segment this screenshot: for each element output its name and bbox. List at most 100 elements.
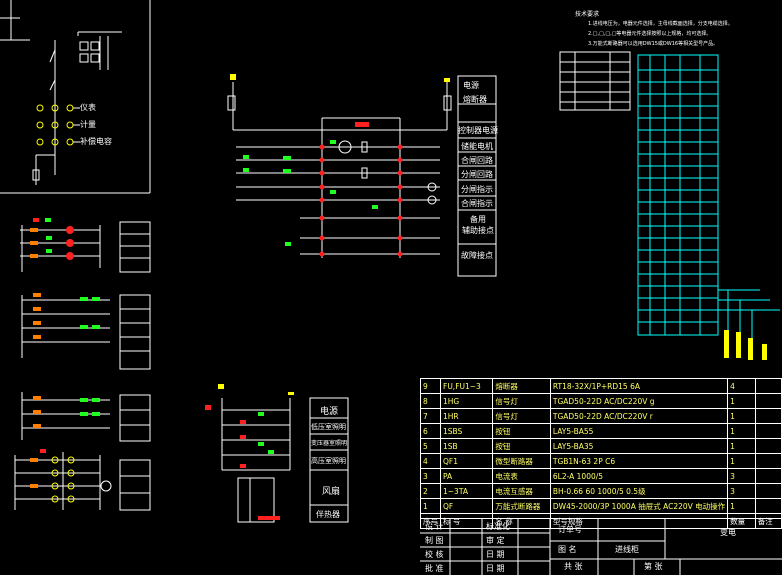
bom-cell	[754, 423, 782, 439]
bom-cell	[754, 438, 782, 454]
bom-cell: 微型断路器	[492, 453, 551, 469]
bom-cell	[754, 468, 782, 484]
bom-cell: 2	[420, 483, 441, 499]
terminal-fuses	[724, 330, 767, 360]
bom-cell: RT18-32X/1P+RD15 6A	[549, 378, 729, 394]
bom-cell: 1	[420, 498, 441, 514]
left-circuit-1	[20, 221, 151, 273]
bom-cell: 电流表	[492, 468, 551, 484]
bom-cell: 熔断器	[492, 378, 551, 394]
left-circuit-2	[21, 294, 151, 370]
bom-cell: 1	[727, 438, 756, 454]
bom-cell: 6L2-A 1000/5	[549, 468, 729, 484]
tb-design: 设 计	[425, 522, 444, 531]
left-circuit-4-marks	[30, 449, 75, 503]
control-circuit-marks	[230, 74, 450, 257]
bom-cell	[754, 408, 782, 424]
title-block-lines	[420, 519, 782, 575]
bom-cell: 1~3TA	[439, 483, 494, 499]
left-circuit-2-marks	[33, 293, 100, 339]
lighting-circuit-marks	[205, 384, 294, 520]
bom-cell: 1	[727, 408, 756, 424]
tb-sheet-no: 第 张	[644, 562, 663, 571]
bom-cell: DW45-2000/3P 1000A 抽屉式 AC220V 电动操作	[549, 498, 729, 514]
bom-cell: 1SB	[439, 438, 494, 454]
bom-header: 序号标 号名 称型号规格数量备注	[420, 513, 782, 529]
bom-cell: 1	[727, 453, 756, 469]
bom-cell: BH-0.66 60 1000/5 0.5级	[549, 483, 729, 499]
label-open-indicator: 分闸指示	[461, 185, 493, 194]
bom-cell: 万能式断路器	[492, 498, 551, 514]
bom-cell: LAY5-BA55	[549, 423, 729, 439]
notes-title: 技术要求	[575, 11, 600, 18]
tb-draw: 制 图	[425, 536, 444, 545]
bom-cell: 5	[420, 438, 441, 454]
bom-cell: TGAD50-22D AC/DC220V g	[549, 393, 729, 409]
left-circuit-3-marks	[33, 396, 100, 428]
label-capacitor: 补偿电容	[80, 137, 112, 146]
label-fault-contact: 故障接点	[461, 251, 493, 260]
bom-cell: TGB1N-63 2P C6	[549, 453, 729, 469]
bom-cell: TGAD50-22D AC/DC220V r	[549, 408, 729, 424]
bom-cell: 信号灯	[492, 408, 551, 424]
bom-cell: 9	[420, 378, 441, 394]
notes-line-2: 2.□,□,□,□等电器元件选择按照以上规格，均可选择。	[588, 31, 712, 37]
tb-drawing-name: 进线柜	[615, 545, 639, 554]
label-metering: 计量	[80, 120, 96, 129]
label-motor: 储能电机	[461, 142, 493, 151]
tb-sheet-total: 共 张	[564, 562, 583, 571]
left-circuit-4	[14, 452, 151, 511]
bom-cell: 按钮	[492, 423, 551, 439]
bom-cell	[754, 378, 782, 394]
bom-cell: 3	[727, 468, 756, 484]
lighting-circuit	[221, 397, 349, 523]
label-fan: 风扇	[322, 487, 341, 497]
control-label-boxes	[457, 75, 497, 277]
bom-cell: FU,FU1~3	[439, 378, 494, 394]
bom-cell: 8	[420, 393, 441, 409]
label-controller-power: 控制器电源	[458, 126, 498, 135]
bom-cell: 1	[727, 393, 756, 409]
bom-header-cell: 备注	[754, 513, 782, 529]
bom-header-cell: 标 号	[439, 513, 494, 529]
bom-header-cell: 型号规格	[549, 513, 729, 529]
label-hv-room-light: 高压室照明	[311, 457, 346, 465]
bom-cell	[754, 393, 782, 409]
bom-cell: 1HG	[439, 393, 494, 409]
tb-approve: 审 定	[486, 536, 505, 545]
bom-cell: 6	[420, 423, 441, 439]
tb-project: 变电	[720, 528, 736, 537]
bom-cell: QF	[439, 498, 494, 514]
tb-date-1: 日 期	[486, 550, 505, 559]
bom-cell: QF1	[439, 453, 494, 469]
bom-cell: 1	[727, 498, 756, 514]
tb-ratify: 批 准	[425, 564, 444, 573]
bom-cell	[754, 483, 782, 499]
label-fuse: 熔断器	[463, 95, 487, 104]
bom-cell	[754, 498, 782, 514]
main-circuit-frame	[0, 0, 151, 194]
tb-date-2: 日 期	[486, 564, 505, 573]
tb-drawing-name-label: 图 名	[558, 545, 577, 554]
tb-standard: 标准化	[486, 522, 510, 531]
terminal-strip	[637, 54, 780, 345]
label-lv-room-light: 低压室照明	[311, 423, 346, 431]
bom-cell: 电流互感器	[492, 483, 551, 499]
bom-cell: 按钮	[492, 438, 551, 454]
label-instrument: 仪表	[80, 103, 96, 112]
bom-cell: 3	[420, 468, 441, 484]
left-circuit-1-marks	[30, 218, 74, 260]
tb-check: 校 核	[425, 550, 444, 559]
title-block: 设 计 标准化 制 图 审 定 校 核 日 期 批 准 日 期 订单号 图 名 …	[420, 518, 782, 575]
bom-cell: 3	[727, 483, 756, 499]
label-heater: 伴热器	[316, 510, 340, 519]
label-power: 电源	[463, 81, 479, 90]
